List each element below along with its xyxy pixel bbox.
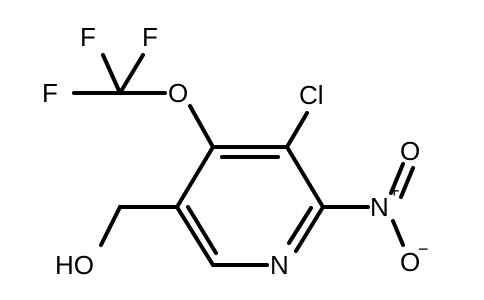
bond-c5-c4 [175, 145, 215, 209]
atom-label-nitro-oxygen-bottom: O [400, 247, 420, 277]
bond-c3-cl [285, 111, 309, 149]
bond-nnitro-otop-a [389, 162, 405, 195]
atom-label-nitro-nitrogen: N [370, 192, 389, 222]
bond-c3-c2 [285, 145, 325, 209]
bond-nnitro-otop-b [399, 166, 415, 199]
atom-label-chlorine: Cl [299, 80, 324, 110]
bond-c6-c5 [175, 205, 215, 267]
bond-ch2-oh [99, 205, 122, 247]
bond-c-f1 [101, 53, 122, 95]
nitro-nitrogen-charge: + [389, 181, 400, 201]
bond-c-f2 [118, 53, 145, 95]
bond-c6-c5-double [186, 205, 218, 255]
nitro-oxygen-charge: − [418, 239, 429, 259]
atom-label-ring-nitrogen: N [270, 250, 289, 280]
atom-label-f2: F [142, 22, 158, 52]
bond-c2-n1-double [287, 206, 313, 245]
atom-label-f1: F [80, 22, 96, 52]
bond-o-c4 [188, 104, 215, 149]
atom-label-f3: F [42, 78, 58, 108]
bond-c2-n1 [294, 205, 325, 253]
atom-label-nitro-oxygen-top: O [400, 136, 420, 166]
bond-nnitro-obottom [391, 219, 405, 247]
atom-label-hydroxyl: HO [55, 250, 94, 280]
atom-label-ether-oxygen: O [168, 78, 188, 108]
